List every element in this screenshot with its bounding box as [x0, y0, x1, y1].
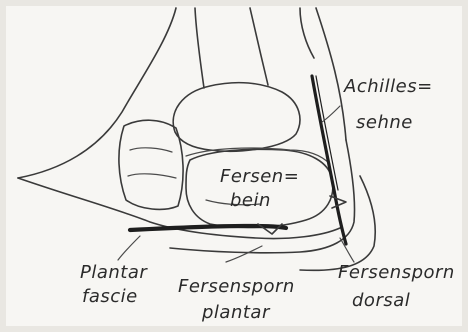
label-achilles-line1: Achilles=: [343, 76, 433, 97]
label-achilles-line2: sehne: [356, 112, 413, 133]
label-fersensporn-plantar-line2: plantar: [201, 302, 271, 323]
label-fersensporn-plantar-line1: Fersensporn: [178, 276, 295, 297]
label-fersenbein-line2: bein: [230, 190, 271, 211]
label-fersensporn-dorsal-line2: dorsal: [352, 290, 410, 311]
label-plantar-fascie-line2: fascie: [82, 286, 138, 307]
label-fersensporn-dorsal-line1: Fersensporn: [338, 262, 455, 283]
label-fersenbein-line1: Fersen=: [220, 166, 299, 187]
label-plantar-fascie-line1: Plantar: [80, 262, 148, 283]
